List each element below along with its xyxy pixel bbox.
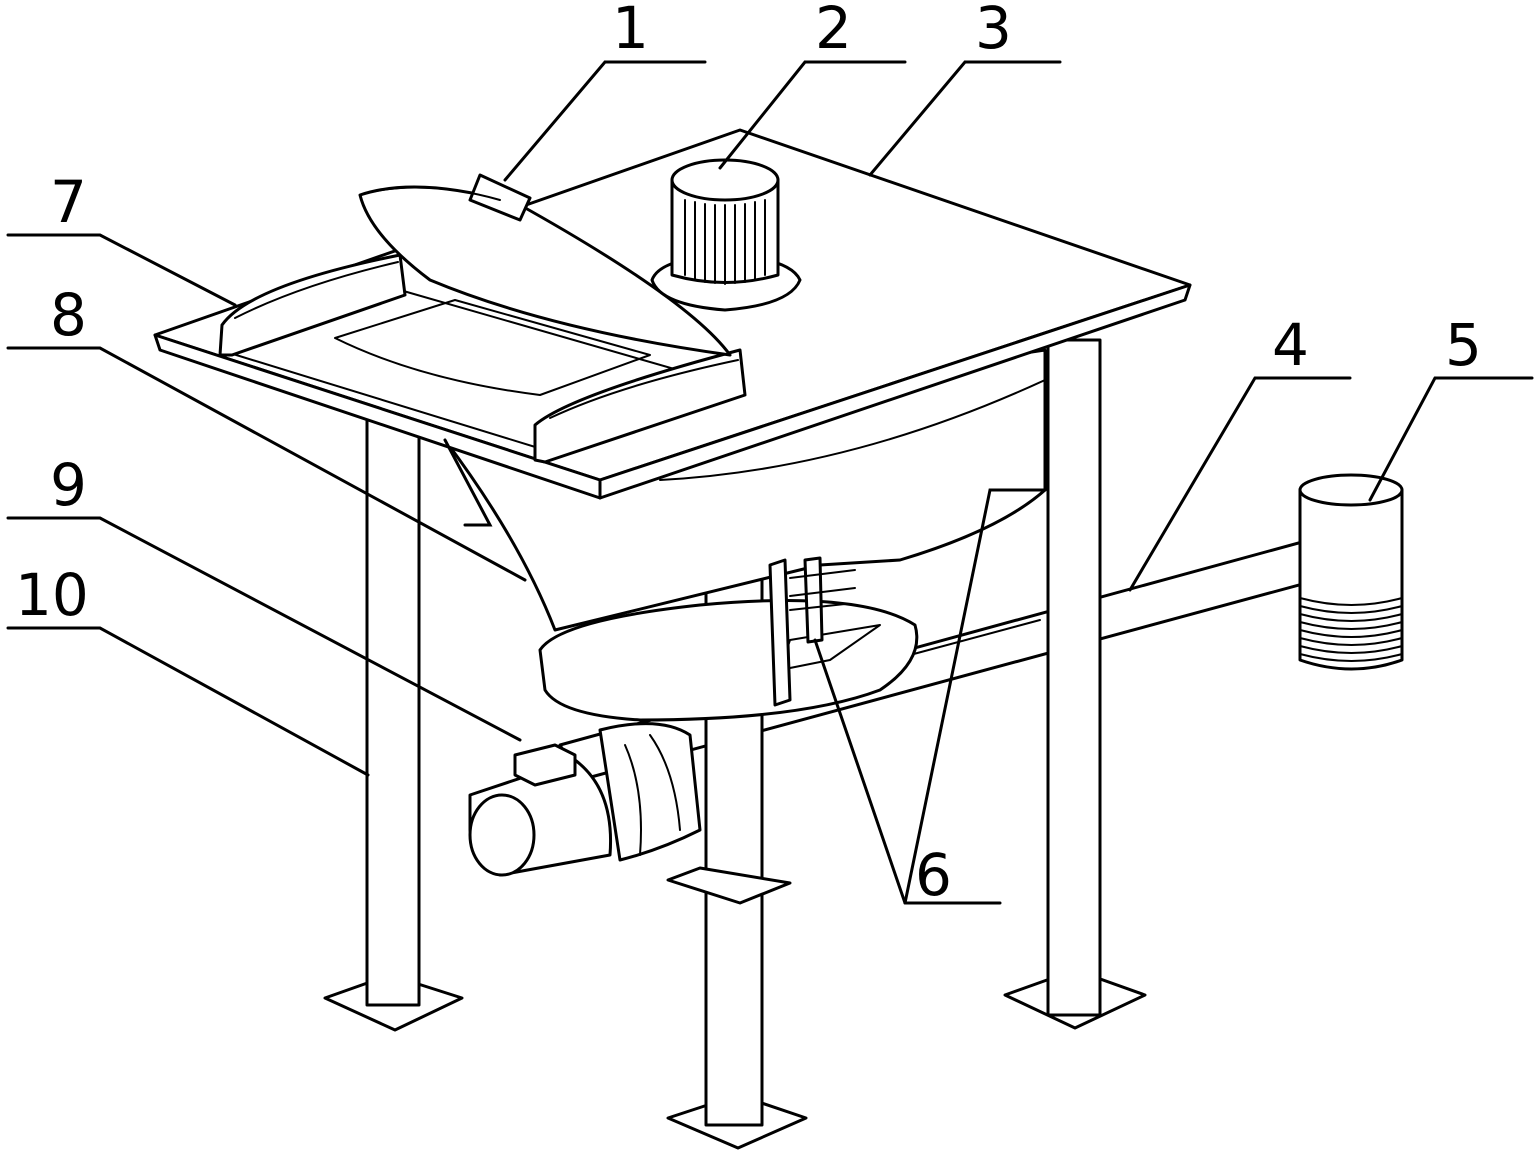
callout-labels: 1 2 3 4 5 6 7 8 9 10 (15, 0, 1482, 909)
leader-lines (6, 60, 1534, 905)
hopper-lid (358, 173, 732, 357)
label-5: 5 (1445, 311, 1482, 379)
guard-rails (218, 253, 747, 464)
screw-motor (468, 722, 702, 877)
support-legs (323, 338, 1147, 1150)
label-9: 9 (50, 451, 87, 519)
label-3: 3 (975, 0, 1012, 62)
label-1: 1 (612, 0, 649, 62)
label-4: 4 (1272, 311, 1309, 379)
label-7: 7 (50, 168, 87, 236)
label-10: 10 (15, 561, 89, 629)
label-2: 2 (815, 0, 852, 62)
label-8: 8 (50, 281, 87, 349)
label-6: 6 (915, 841, 952, 909)
discharge-bin (1298, 473, 1404, 671)
top-motor (650, 158, 802, 312)
rotating-disc (538, 556, 919, 722)
